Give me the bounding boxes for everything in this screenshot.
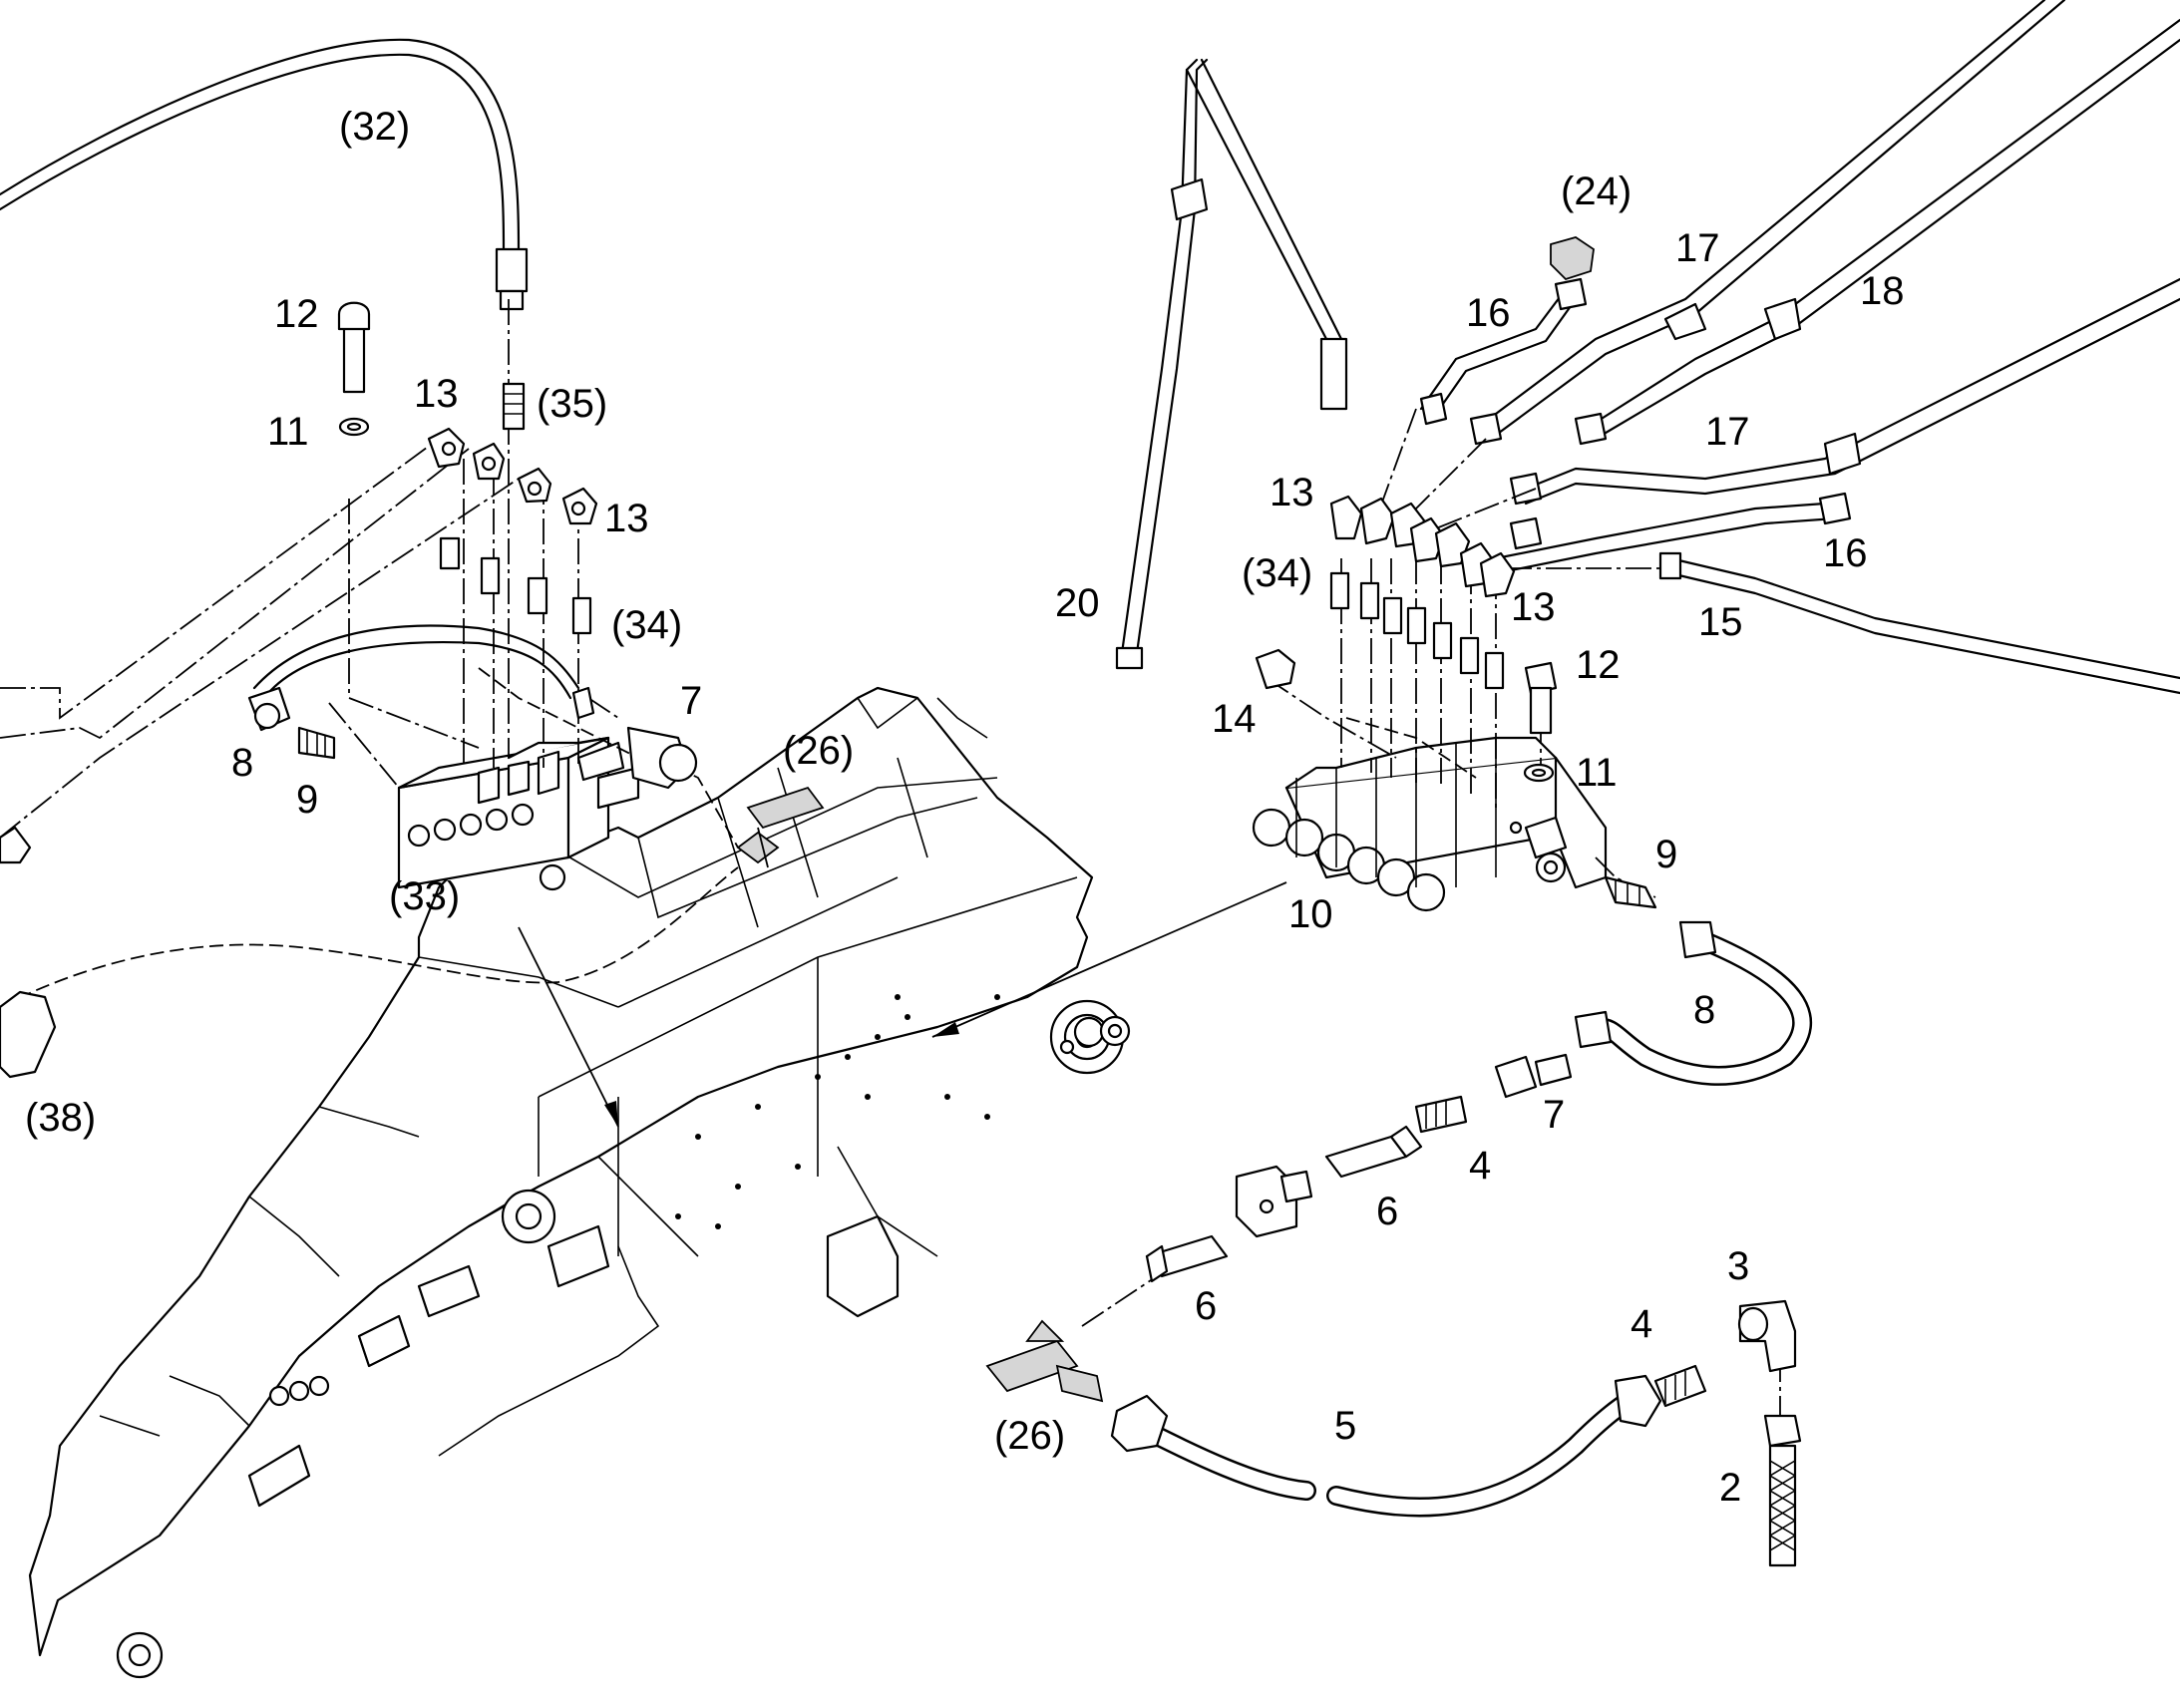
- tee-26-left: [736, 786, 825, 868]
- label-3: 3: [1727, 1244, 1749, 1288]
- nipples-34-left: [439, 536, 592, 635]
- elbow-3: [1737, 1299, 1797, 1373]
- right-elbow-fittings-13: [1329, 495, 1516, 598]
- nut-24: [1550, 236, 1595, 281]
- label-15: 15: [1698, 600, 1743, 644]
- distributor-block-33: [397, 736, 640, 891]
- part-labels: (32) (24) 17 18 12 16 13 (35) 11 13 13 1…: [25, 105, 1905, 1510]
- label-26a: (26): [783, 729, 854, 773]
- connector-9-right: [1604, 875, 1657, 909]
- hose-2: [1763, 1414, 1802, 1567]
- label-35: (35): [537, 382, 607, 426]
- fitting-4-upper: [1414, 1095, 1468, 1134]
- pipe-16-upper: [1419, 277, 1588, 426]
- label-17b: 17: [1705, 410, 1750, 454]
- plug-14: [1255, 648, 1296, 690]
- label-24: (24): [1561, 170, 1632, 213]
- right-nipples-34: [1329, 571, 1505, 690]
- fitting-4-lower: [1653, 1364, 1707, 1408]
- label-34b: (34): [1242, 551, 1312, 595]
- tube-6-lower: [1145, 1234, 1229, 1283]
- label-26b: (26): [994, 1414, 1065, 1458]
- arrows: [518, 881, 1287, 1128]
- label-7b: 7: [1543, 1093, 1565, 1137]
- tube-6-upper: [1324, 1125, 1423, 1179]
- label-34a: (34): [611, 603, 682, 647]
- elbow-fitting-13b: [472, 442, 506, 481]
- label-8a: 8: [231, 741, 253, 785]
- label-9a: 9: [296, 778, 318, 822]
- label-13d: 13: [1511, 585, 1556, 629]
- label-13b: 13: [604, 497, 649, 540]
- elbow-fitting-13a: [427, 427, 466, 469]
- label-5: 5: [1334, 1404, 1356, 1448]
- pipe-20: [1115, 58, 1348, 670]
- label-20: 20: [1055, 581, 1100, 625]
- label-16a: 16: [1466, 291, 1511, 335]
- label-16b: 16: [1823, 531, 1868, 575]
- label-11a: 11: [267, 410, 309, 454]
- elbow-fitting-13c: [517, 467, 552, 504]
- label-4b: 4: [1631, 1302, 1652, 1346]
- label-32: (32): [339, 105, 410, 149]
- label-18: 18: [1860, 269, 1905, 313]
- hose-5: [1110, 1374, 1662, 1518]
- right-bolt-12: [1523, 661, 1558, 783]
- label-8b: 8: [1693, 988, 1715, 1032]
- pipes-17-18: [1469, 0, 2180, 695]
- connector-9-left: [297, 726, 336, 760]
- left-chain-lines: [0, 299, 739, 1008]
- label-13c: 13: [1270, 471, 1314, 514]
- fitting-7-right: [1494, 1053, 1573, 1099]
- elbow-fitting-13d: [561, 487, 598, 525]
- hose-8-left: [247, 624, 580, 732]
- clamp-block: [1235, 1165, 1313, 1238]
- label-33: (33): [389, 874, 460, 918]
- label-4a: 4: [1469, 1144, 1491, 1188]
- label-14: 14: [1212, 697, 1257, 741]
- tee-26-right: [985, 1319, 1104, 1403]
- label-10: 10: [1288, 892, 1333, 936]
- label-9b: 9: [1655, 833, 1677, 876]
- left-fittings: [297, 301, 825, 868]
- nut-38: [0, 826, 57, 1079]
- distributor-block-10: [1252, 736, 1608, 912]
- label-38: (38): [25, 1096, 96, 1140]
- connector-7-left: [571, 686, 698, 790]
- label-6b: 6: [1195, 1284, 1217, 1328]
- label-13a: 13: [414, 372, 459, 416]
- hose-32: [0, 38, 529, 311]
- label-7a: 7: [680, 679, 702, 723]
- label-12b: 12: [1576, 643, 1621, 687]
- label-17a: 17: [1675, 226, 1720, 270]
- label-12a: 12: [274, 292, 319, 336]
- right-chain-lines: [1081, 408, 1781, 1426]
- label-11b: 11: [1576, 751, 1618, 795]
- label-2: 2: [1719, 1466, 1741, 1510]
- label-6a: 6: [1376, 1190, 1398, 1233]
- nipple-35: [502, 382, 526, 431]
- hose-8-right: [1574, 920, 1813, 1086]
